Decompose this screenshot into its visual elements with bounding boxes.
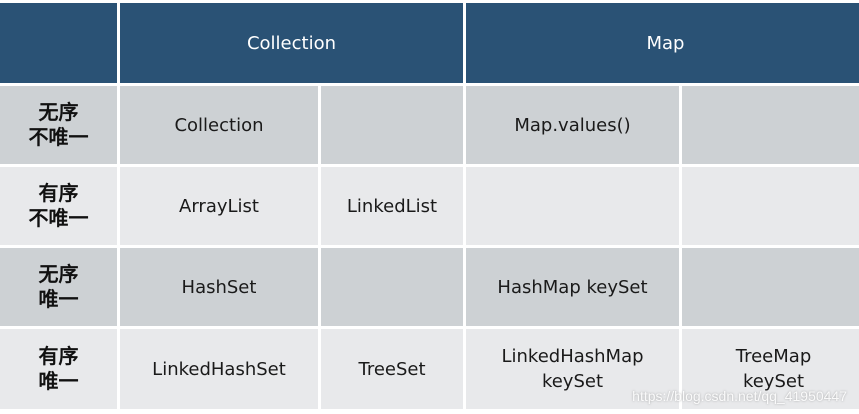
table-cell: LinkedList: [321, 167, 463, 245]
header-map: Map: [466, 3, 859, 83]
table-cell: Map.values(): [466, 86, 679, 164]
table-cell: LinkedHashMap keySet: [466, 329, 679, 409]
table-cell: [682, 248, 859, 326]
row-label-ordered-unique: 有序 唯一: [0, 329, 117, 409]
table-cell: [321, 86, 463, 164]
table-cell: HashMap keySet: [466, 248, 679, 326]
table-cell: [682, 86, 859, 164]
table-cell: LinkedHashSet: [120, 329, 318, 409]
table-cell: HashSet: [120, 248, 318, 326]
table-cell: TreeSet: [321, 329, 463, 409]
table-cell: [321, 248, 463, 326]
table-cell: ArrayList: [120, 167, 318, 245]
row-label-unordered-nonunique: 无序 不唯一: [0, 86, 117, 164]
row-label-unordered-unique: 无序 唯一: [0, 248, 117, 326]
table-cell: [682, 167, 859, 245]
row-label-ordered-nonunique: 有序 不唯一: [0, 167, 117, 245]
table-cell: Collection: [120, 86, 318, 164]
watermark-text: https://blog.csdn.net/qq_41950447: [632, 388, 847, 404]
table-cell: TreeMap keySet: [682, 329, 859, 409]
table-cell: [466, 167, 679, 245]
header-collection: Collection: [120, 3, 463, 83]
header-corner: [0, 3, 117, 83]
